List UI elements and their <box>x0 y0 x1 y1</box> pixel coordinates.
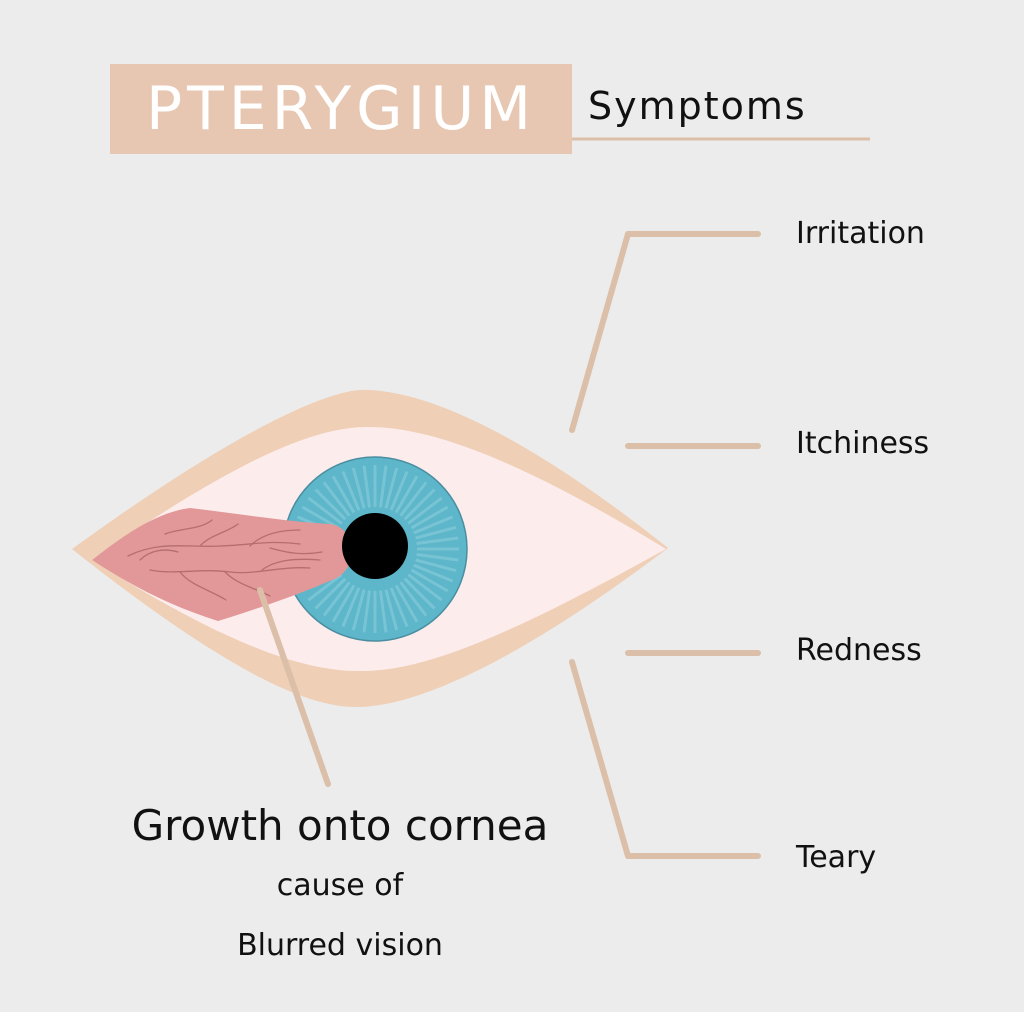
iris-ray <box>410 505 449 530</box>
iris-ray <box>314 488 347 521</box>
iris-ray <box>394 475 419 514</box>
caption-blurred-vision: Blurred vision <box>237 928 443 963</box>
iris-ray <box>331 475 356 514</box>
iris-ray <box>314 577 347 610</box>
iris-ray <box>413 563 454 583</box>
symptom-irritation: Irritation <box>796 216 925 251</box>
iris-ray <box>384 467 399 509</box>
iris-ray <box>403 577 436 610</box>
title-main: PTERYGIUM <box>110 64 572 154</box>
caption-growth: Growth onto cornea <box>131 801 549 850</box>
caption-cause: cause of <box>276 868 404 903</box>
title-subtitle: Symptoms <box>588 84 807 128</box>
pterygium-growth <box>92 508 353 621</box>
iris-ray <box>413 515 454 535</box>
iris-ray <box>379 590 388 633</box>
iris-ray <box>389 470 409 511</box>
iris-ray <box>399 581 428 617</box>
iris-ray <box>379 465 388 508</box>
iris-ray <box>341 587 361 628</box>
pterygium-veins <box>127 519 323 601</box>
irritation-connector <box>569 231 761 433</box>
iris-ray <box>362 590 371 633</box>
iris-ray <box>415 525 457 540</box>
iris-ray <box>362 465 371 508</box>
pupil <box>342 513 408 579</box>
iris-ray <box>416 536 459 545</box>
iris-ray <box>331 584 356 623</box>
iris-ray <box>416 553 459 562</box>
iris-ray <box>403 488 436 521</box>
iris-ray <box>415 558 457 573</box>
iris-ray <box>384 589 399 631</box>
iris-ray <box>322 481 351 517</box>
iris-ray <box>407 573 443 602</box>
iris-ray <box>389 587 409 628</box>
iris-ray <box>394 584 419 623</box>
iris-ray <box>351 467 366 509</box>
iris-ray <box>351 589 366 631</box>
iris-ray <box>322 581 351 617</box>
iris-ray <box>341 470 361 511</box>
iris-ray <box>307 496 343 525</box>
growth-pointer-line <box>257 587 331 787</box>
symptom-redness: Redness <box>796 633 922 668</box>
iris-ray <box>407 496 443 525</box>
symptom-teary: Teary <box>796 840 877 875</box>
iris-rays <box>291 465 459 633</box>
iris-ray <box>410 568 449 593</box>
iris-ray <box>399 481 428 517</box>
iris-ray <box>307 573 343 602</box>
symptom-itchiness: Itchiness <box>796 426 930 461</box>
teary-connector <box>569 659 761 859</box>
